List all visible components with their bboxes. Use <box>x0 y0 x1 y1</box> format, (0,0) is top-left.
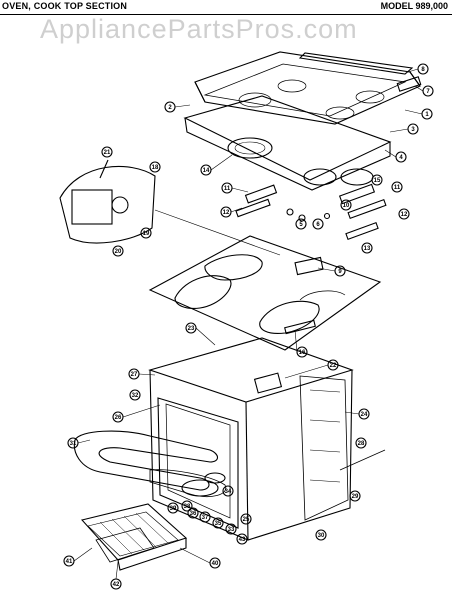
callout-label-20: 20 <box>115 249 122 255</box>
leader-lines <box>73 68 424 580</box>
callout-label-7: 7 <box>426 89 430 95</box>
callout-label-41: 41 <box>66 559 73 565</box>
callout-32 <box>129 389 141 401</box>
callout-label-11: 11 <box>224 186 231 192</box>
callout-label-37: 37 <box>202 515 209 521</box>
header-bar: OVEN, COOK TOP SECTION MODEL 989,000 <box>0 0 452 15</box>
callout-6 <box>312 218 324 230</box>
oven-cavity <box>148 337 386 541</box>
bake-element <box>73 430 227 497</box>
callout-35 <box>212 517 224 529</box>
callout-33 <box>225 523 237 535</box>
callout-label-31: 31 <box>70 441 77 447</box>
oven-rack <box>80 503 188 571</box>
section-title: OVEN, COOK TOP SECTION <box>2 1 128 11</box>
callout-label-29: 29 <box>352 494 359 500</box>
model-number: MODEL 989,000 <box>380 1 448 11</box>
callout-20 <box>112 245 124 257</box>
callout-label-24: 24 <box>361 412 368 418</box>
callout-label-14: 14 <box>203 168 210 174</box>
callout-label-30: 30 <box>318 533 325 539</box>
callout-label-4: 4 <box>399 155 403 161</box>
callout-label-1: 1 <box>425 112 429 118</box>
callout-label-38: 38 <box>184 504 191 510</box>
callout-label-28: 28 <box>358 441 365 447</box>
cooktop-pan <box>148 235 382 351</box>
callout-label-34: 34 <box>225 489 232 495</box>
callout-13 <box>361 242 373 254</box>
callout-36 <box>187 507 199 519</box>
callout-18 <box>149 161 161 173</box>
callout-label-10: 10 <box>343 203 350 209</box>
callout-label-5: 5 <box>299 222 303 228</box>
callout-label-16: 16 <box>299 350 306 356</box>
callout-30 <box>315 529 327 541</box>
callout-39 <box>167 502 179 514</box>
callout-label-18: 18 <box>152 165 159 171</box>
callout-37 <box>199 511 211 523</box>
callout-label-13: 13 <box>364 246 371 252</box>
callout-25 <box>240 513 252 525</box>
watermark: AppliancePartsPros.com <box>40 14 358 44</box>
callout-label-8: 8 <box>421 67 425 73</box>
callout-label-23: 23 <box>188 326 195 332</box>
callout-label-25: 25 <box>243 517 250 523</box>
callout-19 <box>140 227 152 239</box>
callout-label-32: 32 <box>132 393 139 399</box>
callout-label-22: 22 <box>330 363 337 369</box>
callout-28 <box>355 437 367 449</box>
callout-label-26: 26 <box>115 415 122 421</box>
callout-11-right <box>391 181 403 193</box>
callout-38 <box>181 500 193 512</box>
callout-21 <box>101 146 113 158</box>
callout-10 <box>340 199 352 211</box>
callout-label-40: 40 <box>212 561 219 567</box>
terminal-blocks <box>235 183 387 240</box>
callout-15 <box>371 174 383 186</box>
callout-label-15: 15 <box>374 178 381 184</box>
callout-label-21: 21 <box>104 150 111 156</box>
callout-label-19: 19 <box>143 231 150 237</box>
trim-strip <box>298 52 422 92</box>
callout-label-9: 9 <box>338 269 342 275</box>
callout-label-11-right: 11 <box>394 185 401 191</box>
callout-label-42: 42 <box>113 582 120 588</box>
callout-5 <box>295 218 307 230</box>
callout-label-2: 2 <box>168 105 172 111</box>
callout-label-3: 3 <box>411 127 415 133</box>
callout-34 <box>222 485 234 497</box>
callout-label-33: 33 <box>228 527 235 533</box>
callout-label-36: 36 <box>190 511 197 517</box>
callout-label-12-right: 12 <box>401 212 408 218</box>
callout-bubbles: 1 2 3 4 5 6 7 8 9 10 11 11 12 <box>63 63 434 590</box>
callout-label-39: 39 <box>170 506 177 512</box>
infinite-switch-inset <box>59 159 281 256</box>
cooktop-frame <box>194 51 421 125</box>
callout-label-43: 43 <box>239 537 246 543</box>
callout-label-27: 27 <box>131 372 138 378</box>
callout-label-35: 35 <box>215 521 222 527</box>
burner-box <box>183 95 392 191</box>
callout-29 <box>349 490 361 502</box>
callout-43 <box>236 533 248 545</box>
callout-label-12: 12 <box>223 210 230 216</box>
callout-label-6: 6 <box>316 222 320 228</box>
callout-12-right <box>398 208 410 220</box>
